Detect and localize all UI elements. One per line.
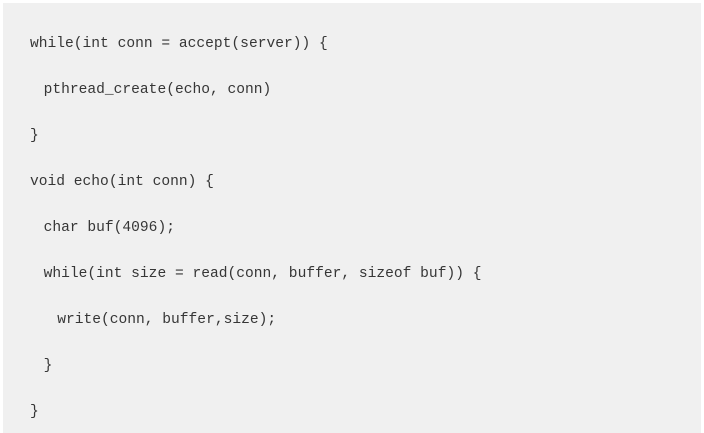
code-block-panel: while(int conn = accept(server)) { pthrea… bbox=[3, 3, 701, 433]
code-line: } bbox=[30, 128, 39, 144]
code-listing[interactable]: while(int conn = accept(server)) { pthrea… bbox=[3, 21, 701, 433]
code-line: } bbox=[43, 358, 53, 374]
code-line: while(int conn = accept(server)) { bbox=[30, 36, 328, 52]
code-line: pthread_create(echo, conn) bbox=[43, 82, 272, 98]
code-line: write(conn, buffer,size); bbox=[57, 312, 277, 328]
code-line: void echo(int conn) { bbox=[30, 174, 214, 190]
code-line: } bbox=[30, 404, 39, 420]
code-line: while(int size = read(conn, buffer, size… bbox=[43, 266, 482, 282]
code-line: char buf(4096); bbox=[43, 220, 175, 236]
